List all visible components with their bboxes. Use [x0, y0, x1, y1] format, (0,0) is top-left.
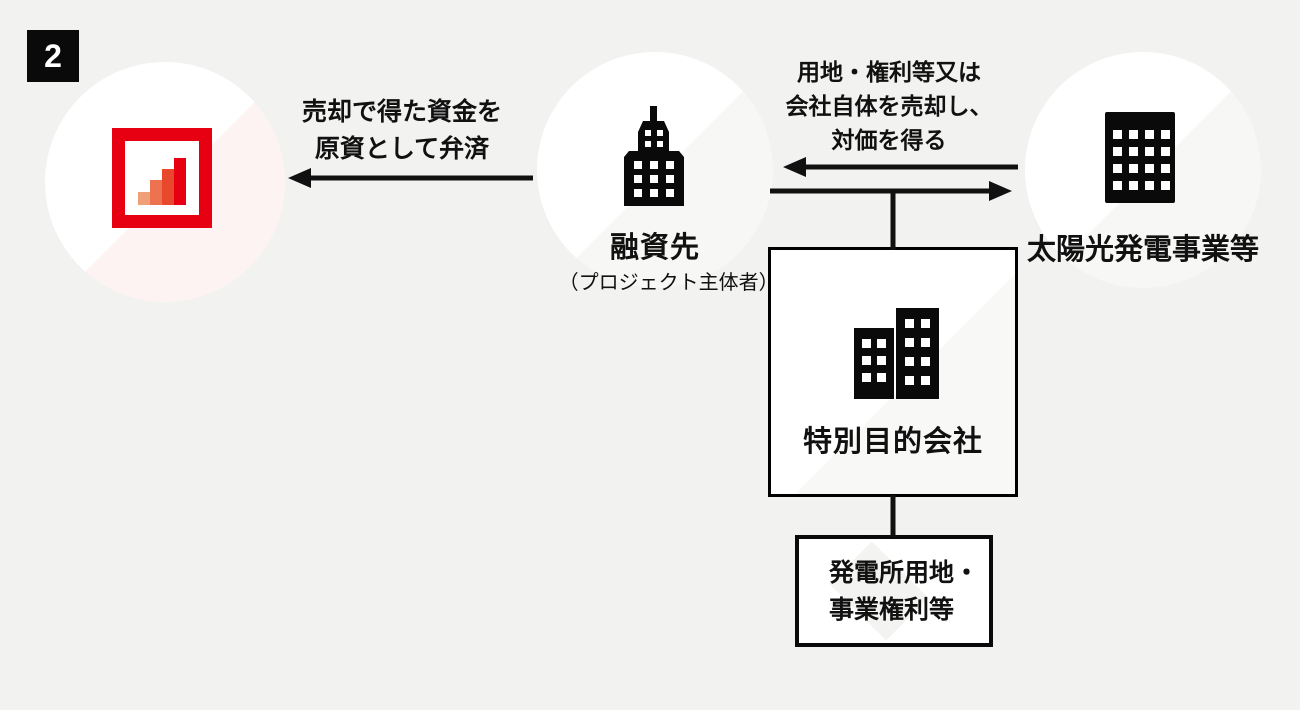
bank-logo-bar-1	[138, 192, 150, 205]
borrower-node: 融資先 （プロジェクト主体者）	[537, 52, 779, 294]
solar-node: 太陽光発電事業等	[1025, 52, 1261, 288]
bank-logo-icon	[112, 128, 212, 228]
twin-buildings-icon	[854, 308, 939, 399]
bank-logo-bar-3	[162, 169, 174, 205]
spc-node: 特別目的会社	[768, 247, 1018, 497]
repayment-label-line1: 売却で得た資金を	[301, 98, 502, 126]
sale-label-line1: 用地・権利等又は	[797, 59, 981, 85]
office-tower-icon	[624, 106, 684, 206]
step-number: 2	[44, 37, 62, 74]
bank-logo-bar-4	[174, 158, 186, 205]
borrower-sublabel: （プロジェクト主体者）	[558, 272, 779, 294]
asset-box: 発電所用地・ 事業権利等	[795, 535, 993, 647]
asset-box-line2: 事業権利等	[829, 596, 955, 624]
arrow-sale-left	[783, 157, 1018, 177]
solar-label: 太陽光発電事業等	[1026, 234, 1259, 266]
building-grid-icon	[1105, 112, 1175, 203]
arrow-repayment	[288, 168, 533, 188]
sale-label: 用地・権利等又は 会社自体を売却し、 対価を得る	[759, 55, 1019, 157]
sale-label-line2: 会社自体を売却し、	[785, 93, 993, 119]
bank-logo-bar-2	[150, 180, 162, 205]
spc-label: 特別目的会社	[802, 426, 983, 458]
sale-label-line3: 対価を得る	[831, 127, 947, 153]
asset-box-line1: 発電所用地・	[829, 559, 980, 587]
step-badge: 2	[27, 30, 79, 82]
arrow-sale-right	[770, 181, 1012, 201]
bank-node	[45, 62, 285, 302]
borrower-label: 融資先	[609, 232, 700, 264]
repayment-label-line2: 原資として弁済	[314, 135, 490, 163]
repayment-label: 売却で得た資金を 原資として弁済	[262, 94, 542, 168]
